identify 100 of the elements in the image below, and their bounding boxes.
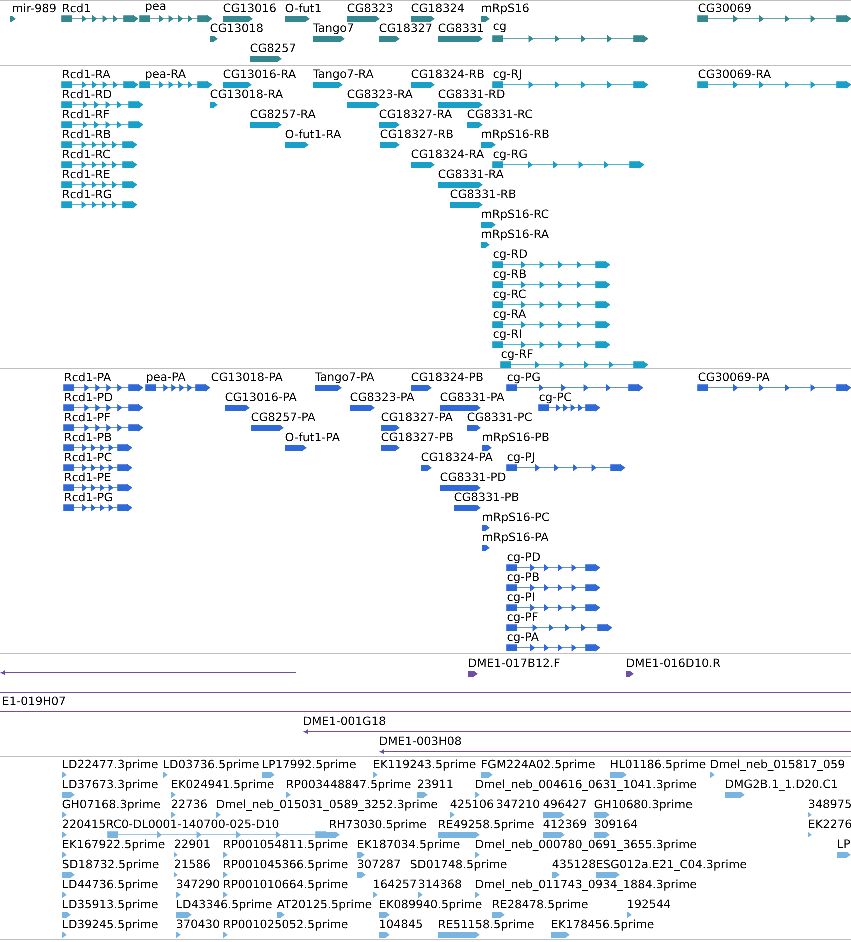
feature-label: DME1-016D10.R <box>627 658 720 668</box>
feature-label: CG8331-PD <box>440 472 506 482</box>
feature-label: CG18324-PB <box>412 372 483 382</box>
feature-label: CG30069-PA <box>698 372 770 382</box>
feature-label: RP003448847.5prime <box>287 780 411 791</box>
feature-label: Dmel_neb_011743_0934_1884.3prime <box>476 880 696 892</box>
feature-label: LD37673.3prime <box>63 780 158 791</box>
feature-label: DME1-017B12.F <box>469 658 560 668</box>
feature-label: CG18327-RB <box>380 130 453 138</box>
feature-label: mRpS16-PA <box>483 532 549 544</box>
feature-label: mRpS16-PC <box>483 512 550 524</box>
feature-label: 22901 <box>175 840 210 848</box>
feature-label: Rcd1-RB <box>63 130 110 139</box>
feature-label: CG13016-RA <box>224 70 296 78</box>
feature-label: Rcd1 <box>63 4 90 13</box>
feature-label: HL01186.5prime <box>611 760 706 771</box>
feature-label: cg-PI <box>508 592 534 604</box>
feature-label: 307287 <box>358 860 400 868</box>
feature-label: 220415 <box>63 820 106 828</box>
feature-label: EK119243.5prime <box>374 760 476 771</box>
feature-label: CG18324-RA <box>412 150 484 158</box>
feature-label: cg-PA <box>508 632 539 644</box>
feature-label: RC0-DL0001-140700-025-D10 <box>107 820 279 828</box>
feature-label: Tango7-PA <box>315 372 374 384</box>
feature-label: CG13016-PA <box>226 392 297 402</box>
feature-label: DMG2B.1_1.D20.C1 <box>726 780 838 791</box>
feature-label: CG8323-RA <box>348 90 413 98</box>
feature-label: Rcd1-RD <box>63 90 112 99</box>
feature-label: cg-RC <box>494 290 526 301</box>
feature-label: LD22477.3prime <box>63 760 158 771</box>
feature-label: cg-PD <box>508 552 540 564</box>
feature-label: EK024941.5prime <box>172 780 274 791</box>
feature-label: CG8331-PA <box>440 392 505 402</box>
feature-label: CG18324-RB <box>412 70 484 78</box>
feature-label: cg-PJ <box>508 452 534 464</box>
feature-label: cg-RI <box>494 330 522 340</box>
feature-label: CG13018-PA <box>212 372 283 382</box>
feature-label: O-fut1-RA <box>286 130 342 139</box>
feature-label: RP001025052.5prime <box>224 920 348 931</box>
feature-label: Rcd1-RC <box>63 150 110 159</box>
feature-label: LD35913.5prime <box>63 900 158 911</box>
feature-label: 412369 <box>544 820 586 828</box>
feature-label: CG18324-PA <box>422 452 493 462</box>
feature-label: cg-RB <box>494 270 526 280</box>
feature-label: Rcd1-PD <box>65 392 112 402</box>
feature-label: Tango7-RA <box>313 70 374 80</box>
feature-label: Rcd1-PE <box>65 472 111 482</box>
feature-label: CG30069 <box>698 4 751 12</box>
feature-label: Tango7 <box>313 24 354 34</box>
feature-label: CG8323-PA <box>350 392 415 402</box>
feature-label: mRpS16-RC <box>482 210 549 221</box>
feature-label: Dmel_neb_015817_059 <box>711 760 844 772</box>
feature-label: CG13016 <box>224 4 276 12</box>
feature-label: Rcd1-PF <box>65 412 110 422</box>
feature-label: RP001045366.5prime <box>224 860 348 871</box>
feature-label: O-fut1-PA <box>286 432 340 442</box>
feature-label: cg-PG <box>508 372 540 384</box>
feature-label: mRpS16-RA <box>482 230 550 241</box>
feature-label: cg-RG <box>494 150 527 161</box>
feature-label: LD03736.5prime <box>164 760 259 771</box>
feature-label: ESG012a.E21_C04.3prime <box>597 860 746 872</box>
feature-label: CG8257-RA <box>250 110 316 118</box>
feature-label: 21586 <box>175 860 210 868</box>
feature-label: CG18327-PB <box>382 432 453 442</box>
feature-label: CG8331-RD <box>438 90 505 98</box>
feature-label: 104845 <box>380 920 422 928</box>
feature-label: EK089940.5prime <box>380 900 482 911</box>
feature-label: Dmel_neb_000780_0691_3655.3prime <box>476 840 696 852</box>
feature-label: RE51158.5prime <box>439 920 534 931</box>
feature-label: cg-PC <box>540 392 572 404</box>
feature-label: CG13018-RA <box>210 90 284 98</box>
feature-label: Rcd1-RG <box>63 190 112 199</box>
feature-label: 496427 <box>544 800 586 808</box>
feature-label: Rcd1-PG <box>65 492 112 502</box>
feature-label: cg <box>494 24 506 33</box>
feature-label: cg-PB <box>508 572 539 584</box>
feature-label: CG18327-PA <box>382 412 453 422</box>
feature-label: LD44736.5prime <box>63 880 158 891</box>
feature-label: 347290 <box>177 880 220 888</box>
feature-label: CG8331-PB <box>454 492 519 502</box>
feature-label: RH73030.5prime <box>330 820 426 831</box>
feature-label: CG8257-PA <box>252 412 316 422</box>
feature-label: 309164 <box>595 820 638 828</box>
feature-label: SD01748.5prime <box>410 860 507 871</box>
feature-label: CG8331 <box>438 24 484 32</box>
feature-label: O-fut1 <box>286 4 321 13</box>
feature-label: CG30069-RA <box>698 70 772 78</box>
feature-label: cg-RF <box>502 350 533 360</box>
feature-label: pea-PA <box>147 372 186 384</box>
feature-label: FGM224A02.5prime <box>482 760 595 771</box>
feature-label: Rcd1-RF <box>63 110 110 119</box>
feature-label: Rcd1-RA <box>63 70 111 79</box>
feature-label: 435128 <box>552 860 596 868</box>
feature-label: EK187034.5prime <box>358 840 460 851</box>
feature-label: LD43346.5prime <box>177 900 272 911</box>
feature-label: RP001010664.5prime <box>224 880 348 891</box>
feature-label: 347210 <box>497 800 540 808</box>
feature-label: cg-RJ <box>494 70 522 80</box>
feature-label: LP <box>838 840 850 848</box>
feature-label: DME1-001G18 <box>304 716 386 726</box>
